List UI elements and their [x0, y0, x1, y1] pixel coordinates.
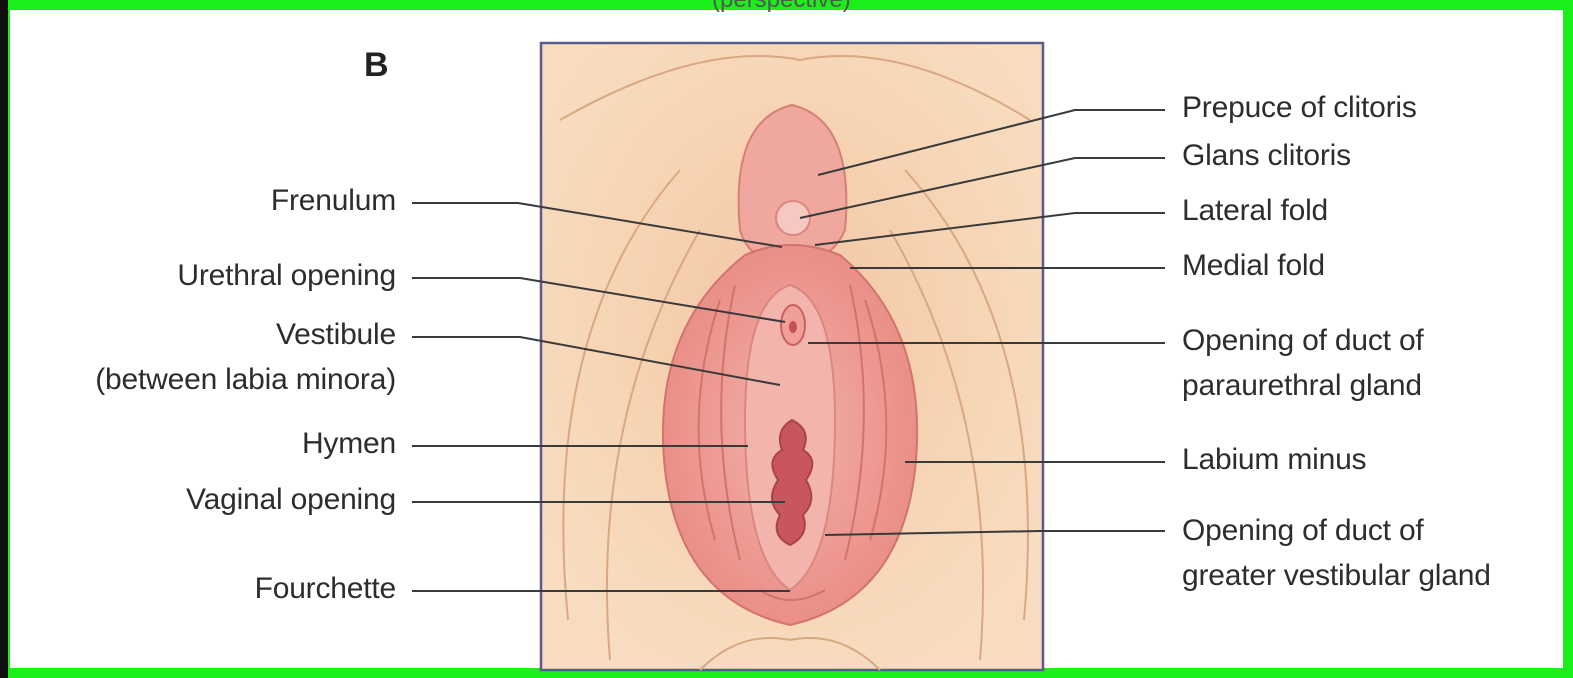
label-vestibular-2: greater vestibular gland — [1182, 559, 1491, 593]
leader-glans — [800, 158, 1165, 218]
label-glans: Glans clitoris — [1182, 139, 1351, 173]
top-cut-text: (perspective) — [712, 0, 851, 14]
label-hymen: Hymen — [302, 427, 396, 461]
label-fourchette: Fourchette — [255, 572, 396, 606]
label-labium-minus: Labium minus — [1182, 443, 1366, 477]
label-medial-fold: Medial fold — [1182, 249, 1325, 283]
leader-vestibular — [825, 531, 1165, 535]
label-frenulum: Frenulum — [271, 184, 396, 218]
label-paraurethral-1: Opening of duct of — [1182, 324, 1424, 358]
label-vestibular-1: Opening of duct of — [1182, 514, 1424, 548]
leader-prepuce — [818, 110, 1165, 175]
leader-lateral-fold — [815, 213, 1165, 245]
label-lateral-fold: Lateral fold — [1182, 194, 1328, 228]
label-paraurethral-2: paraurethral gland — [1182, 369, 1422, 403]
leader-frenulum — [412, 203, 782, 247]
label-prepuce: Prepuce of clitoris — [1182, 91, 1417, 125]
label-urethral-opening: Urethral opening — [177, 259, 396, 293]
panel-letter: B — [364, 46, 389, 85]
label-vestibule-sub: (between labia minora) — [95, 363, 396, 397]
leader-vestibule — [412, 337, 780, 385]
label-vaginal-opening: Vaginal opening — [186, 483, 396, 517]
label-vestibule: Vestibule — [276, 318, 396, 352]
leader-urethral-opening — [412, 278, 785, 322]
